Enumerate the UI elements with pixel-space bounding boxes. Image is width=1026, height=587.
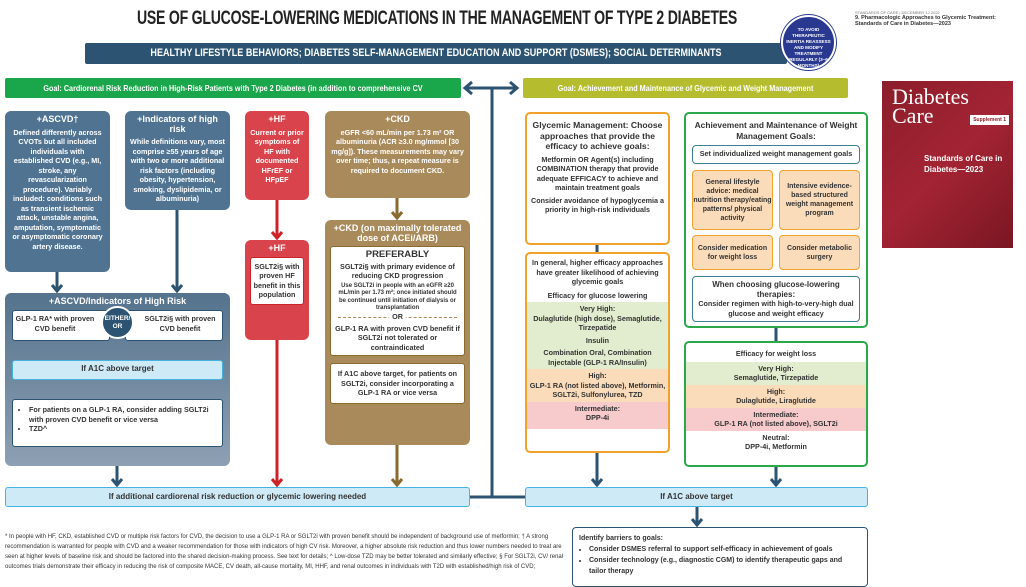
hf-box: +HF Current or prior symptoms of HF with… [245,111,309,200]
tier-very-high: Very High:Semaglutide, Tirzepatide [686,361,866,385]
tier-drugs: Dulaglutide, Liraglutide [736,396,816,405]
tier-drugs: Insulin [585,335,610,345]
citation-header: STANDARDS OF CARE | DECEMBER 12 2022 [855,10,940,15]
ckd-a1c-note: If A1C above target, for patients on SGL… [330,363,465,404]
tier-drugs: DPP-4i, Metformin [745,442,807,451]
or-divider: OR [389,311,406,321]
journal-cover: Diabetes Care Supplement 1 Standards of … [882,81,1013,248]
tier-high: High: GLP-1 RA (not listed above), Metfo… [527,369,668,402]
tier-label: High: [766,386,786,396]
ascvd-title: +ASCVD† [36,114,79,124]
goal-cardiorenal: Goal: Cardiorenal Risk Reduction in High… [5,78,461,113]
tier-very-high: Very High: Dulaglutide (high dose), Sema… [527,302,668,369]
structured-program-box: Intensive evidence-based structured weig… [779,170,860,230]
lifestyle-banner: HEALTHY LIFESTYLE BEHAVIORS; DIABETES SE… [85,43,787,80]
ascvd-box: +ASCVD† Defined differently across CVOTs… [5,111,110,272]
ckd-note: Use SGLT2i in people with an eGFR ≥20 mL… [338,282,457,312]
bullet-item: TZD^ [29,424,217,434]
surgery-box: Consider metabolic surgery [779,235,860,270]
hf-text: Current or prior symptoms of HF with doc… [250,127,304,185]
tier-label: Very High: [579,304,616,313]
weight-title: Achievement and Maintenance of Weight Ma… [694,120,858,141]
high-risk-text: While definitions vary, most comprise ≥5… [130,137,225,203]
barrier-item: Consider technology (e.g., diagnostic CG… [589,555,861,577]
glycemic-box: Glycemic Management: Choose approaches t… [525,112,670,245]
ckd-box: +CKD eGFR <60 mL/min per 1.73 m² OR albu… [325,111,470,198]
preferably-label: PREFERABLY [365,249,430,260]
group-a1c-bar: If A1C above target [12,360,223,380]
goal-glycemic-weight: Goal: Achievement and Maintenance of Gly… [523,78,848,113]
tier-intermediate: Intermediate:GLP-1 RA (not listed above)… [686,407,866,431]
ckd-option-1: SGLT2i§ with primary evidence of reducin… [340,261,455,281]
citation-title[interactable]: 9. Pharmacologic Approaches to Glycemic … [855,15,997,27]
tier-drugs: Combination Oral, Combination Injectable… [543,348,652,367]
hf-title: +HF [268,114,286,124]
ckd-preferably-box: PREFERABLY SGLT2i§ with primary evidence… [330,246,465,356]
ckd-treatment-box: +CKD (on maximally tolerated dose of ACE… [325,220,470,445]
high-risk-box: +Indicators of high risk While definitio… [125,111,230,210]
barriers-title: Identify barriers to goals: [579,535,664,542]
tier-drugs: GLP-1 RA (not listed above), SGLT2i [714,419,838,428]
additional-reduction-bar: If additional cardiorenal risk reduction… [5,487,470,507]
ckd-option-2: GLP-1 RA with proven CVD benefit if SGLT… [335,323,460,352]
efficacy-heading: Efficacy for glucose lowering [547,290,648,300]
barrier-item: Consider DSMES referral to support self-… [589,544,861,555]
choose-text: Consider regimen with high-to-very-high … [698,299,854,318]
glycemic-text-2: Consider avoidance of hypoglycemia a pri… [531,195,665,215]
page-title: USE OF GLUCOSE-LOWERING MEDICATIONS IN T… [136,8,738,29]
goal-text: Goal: Achievement and Maintenance of Gly… [557,83,814,113]
glycemic-title: Glycemic Management: Choose approaches t… [532,120,663,151]
a1c-target-bar: If A1C above target [525,487,868,507]
footnote: * In people with HF, CKD, established CV… [5,534,564,570]
hf-treatment-text: SGLT2i§ with proven HF benefit in this p… [250,256,304,305]
ascvd-text: Defined differently across CVOTs but all… [12,127,103,251]
either-or-badge: EITHER/ OR [101,306,134,339]
weight-efficacy-box: Efficacy for weight loss Very High:Semag… [684,341,868,467]
cover-subtitle: Standards of Care in Diabetes—2023 [924,154,1003,174]
high-risk-title: +Indicators of high risk [137,114,218,134]
ckd-text: eGFR <60 mL/min per 1.73 m² OR albuminur… [331,127,464,175]
glp1-option: GLP-1 RA* with proven CVD benefit [12,310,110,341]
tier-intermediate: Intermediate: DPP-4i [527,401,668,429]
citation: STANDARDS OF CARE | DECEMBER 12 2022 9. … [855,10,1023,27]
hf-treatment-title: +HF [268,243,286,253]
tier-drugs: Dulaglutide (high dose), Semaglutide, Ti… [533,313,662,333]
goal-text: Goal: Cardiorenal Risk Reduction in High… [43,83,423,113]
group-title: +ASCVD/Indicators of High Risk [48,296,187,306]
tier-drugs: Semaglutide, Tirzepatide [733,373,819,382]
tier-high: High:Dulaglutide, Liraglutide [686,384,866,408]
ascvd-risk-group: +ASCVD/Indicators of High Risk GLP-1 RA*… [5,293,230,466]
sglt2-option: SGLT2i§ with proven CVD benefit [125,310,223,341]
banner-text: HEALTHY LIFESTYLE BEHAVIORS; DIABETES SE… [150,47,722,80]
tier-label: Neutral: [762,432,790,442]
tier-drugs: GLP-1 RA (not listed above), Metformin, … [529,380,666,400]
glycemic-text-1: Metformin OR Agent(s) including COMBINAT… [536,154,659,193]
tier-label: Intermediate: [574,403,621,413]
set-goals-box: Set individualized weight management goa… [692,145,860,164]
lifestyle-advice-box: General lifestyle advice: medical nutrit… [692,170,773,230]
tier-neutral: Neutral:DPP-4i, Metformin [686,431,866,454]
hf-treatment-box: +HF SGLT2i§ with proven HF benefit in th… [245,240,309,340]
bullet-item: For patients on a GLP-1 RA, consider add… [29,405,217,424]
journal-name: Diabetes Care [892,84,969,128]
tier-label: High: [588,371,607,380]
choose-title: When choosing glucose-lowering therapies… [712,280,840,299]
tier-label: Intermediate: [753,409,799,419]
ckd-title: +CKD [385,114,410,124]
glucose-efficacy-box: In general, higher efficacy approaches h… [525,252,670,453]
medication-box: Consider medication for weight loss [692,235,773,270]
weight-efficacy-heading: Efficacy for weight loss [735,349,817,358]
group-bullets: For patients on a GLP-1 RA, consider add… [12,399,223,447]
tier-drugs: DPP-4i [585,413,610,422]
tier-label: Very High: [758,363,794,373]
choose-therapy-box: When choosing glucose-lowering therapies… [692,276,860,322]
ckd-treatment-title: +CKD (on maximally tolerated dose of ACE… [333,223,462,243]
efficacy-intro: In general, higher efficacy approaches h… [531,258,664,286]
barriers-box: Identify barriers to goals: Consider DSM… [572,527,868,587]
reassess-circle: TO AVOID THERAPEUTIC INERTIA REASSESS AN… [781,15,836,70]
weight-management-box: Achievement and Maintenance of Weight Ma… [684,112,868,328]
supplement-label: Supplement 1 [970,115,1009,125]
